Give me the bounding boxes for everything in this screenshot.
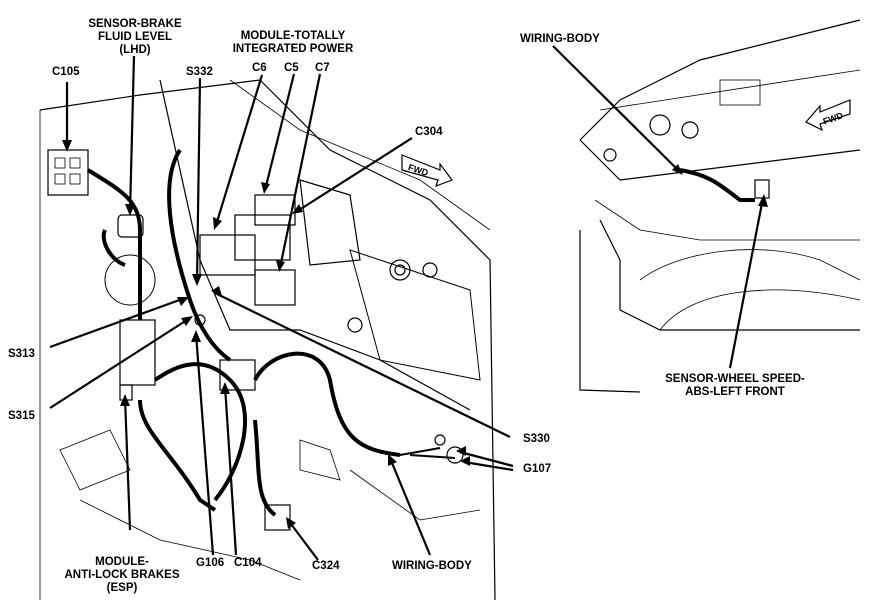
label-s315: S315 <box>8 410 35 422</box>
label-c104: C104 <box>234 557 262 569</box>
label-g107: G107 <box>523 463 552 475</box>
label-c324: C324 <box>312 560 340 572</box>
label-s330: S330 <box>523 433 550 445</box>
label-sensor-wheel-speed: SENSOR-WHEEL SPEED- ABS-LEFT FRONT <box>665 373 805 398</box>
fwd-arrow-left <box>401 154 453 188</box>
label-wiring-body-bottom: WIRING-BODY <box>392 560 472 572</box>
label-wiring-body-top: WIRING-BODY <box>520 33 600 45</box>
leader-lines <box>49 45 765 561</box>
label-c5: C5 <box>284 62 299 74</box>
label-c6: C6 <box>252 62 267 74</box>
label-sensor-brake-fluid-level: SENSOR-BRAKE FLUID LEVEL (LHD) <box>88 18 182 56</box>
label-c105: C105 <box>52 66 80 78</box>
label-s332: S332 <box>186 66 213 78</box>
label-s313: S313 <box>8 348 35 360</box>
fwd-arrow-right <box>805 99 851 132</box>
wheel-well-illustration <box>579 19 861 393</box>
arrowheads <box>62 140 768 529</box>
label-module-anti-lock-brakes: MODULE- ANTI-LOCK BRAKES (ESP) <box>64 556 180 594</box>
label-c304: C304 <box>415 126 443 138</box>
engine-bay-illustration <box>39 79 496 600</box>
label-c7: C7 <box>315 62 330 74</box>
label-module-totally-integrated-power: MODULE-TOTALLY INTEGRATED POWER <box>232 30 354 55</box>
label-g106: G106 <box>196 557 225 569</box>
